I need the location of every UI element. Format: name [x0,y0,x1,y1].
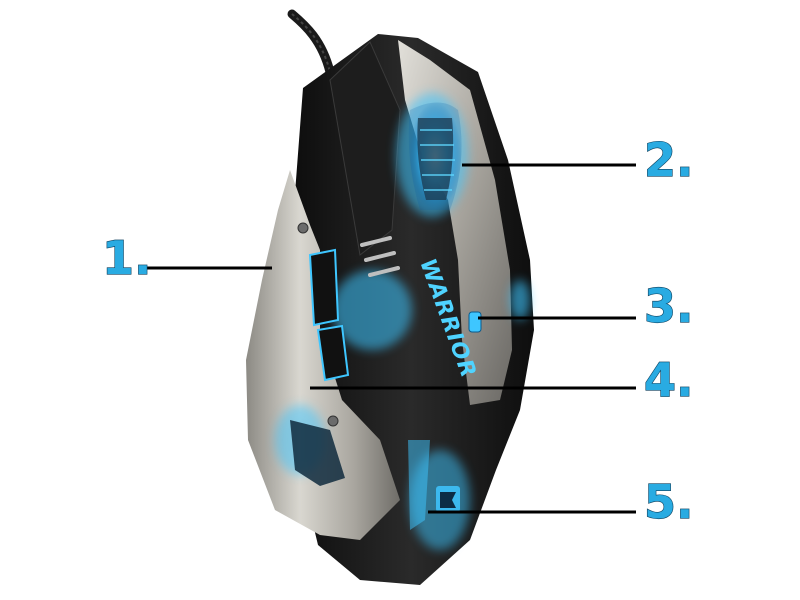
leader-lines [140,163,636,514]
side-vents [360,236,400,277]
callout-3: 3. [644,279,693,333]
logo-emblem [436,486,460,512]
screw [297,222,309,234]
dpi-button[interactable] [468,311,482,333]
scroll-wheel[interactable] [408,102,462,211]
screw [327,415,339,427]
cable [287,9,335,77]
callout-4: 4. [644,353,693,407]
callout-2: 2. [644,133,693,187]
callout-1: 1. [102,231,151,285]
side-buttons[interactable] [308,248,350,382]
callout-5: 5. [644,475,693,529]
